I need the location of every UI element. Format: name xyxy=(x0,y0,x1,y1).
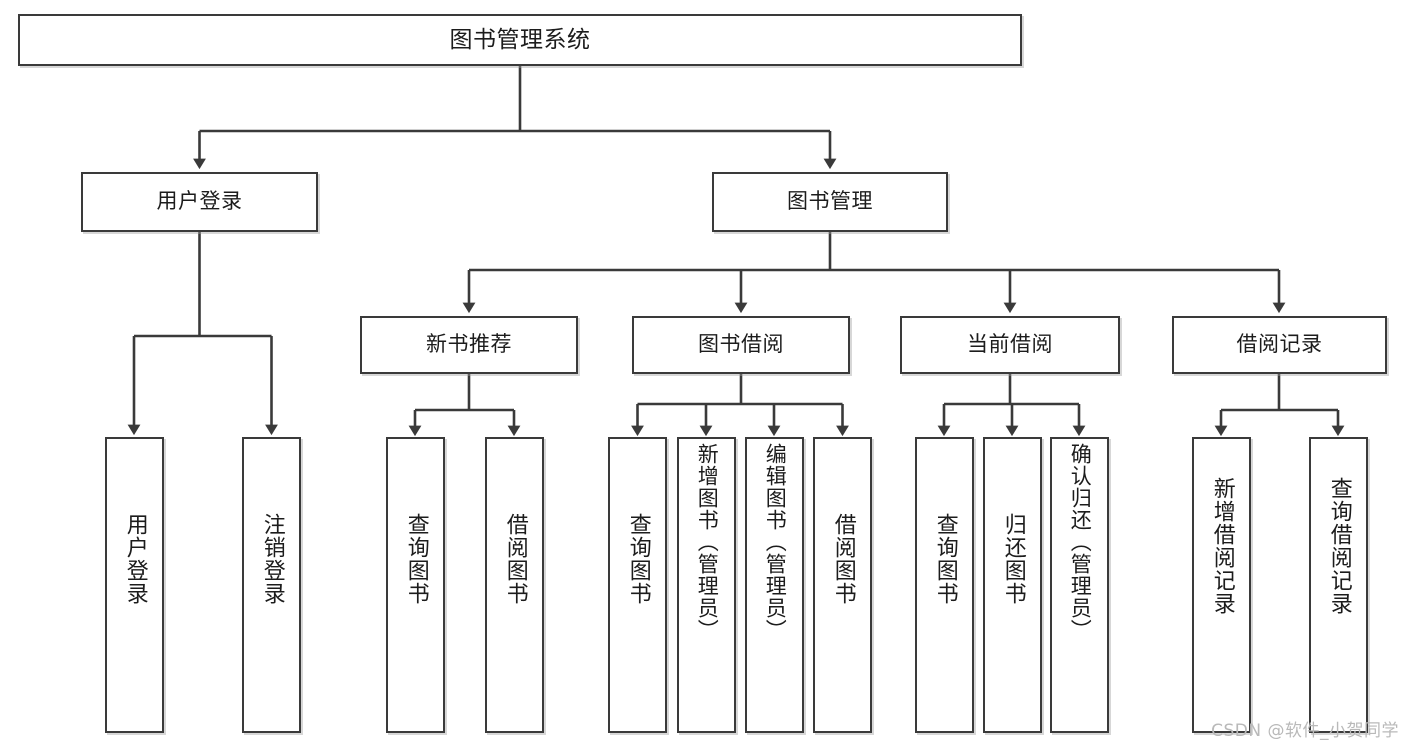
node-user-login-label: 用户登录 xyxy=(156,189,243,214)
node-leaf-user-login[interactable]: 用户登录 xyxy=(105,437,164,733)
node-leaf-user-login-label: 用户登录 xyxy=(122,513,148,605)
node-leaf-borrow-book-1[interactable]: 借阅图书 xyxy=(485,437,544,733)
node-leaf-query-book-1[interactable]: 查询图书 xyxy=(386,437,445,733)
node-leaf-confirm-return[interactable]: 确认归还（管理员） xyxy=(1050,437,1109,733)
node-leaf-user-logout[interactable]: 注销登录 xyxy=(242,437,301,733)
node-current-borrow-label: 当前借阅 xyxy=(967,332,1053,357)
node-leaf-query-book-2-label: 查询图书 xyxy=(625,513,651,605)
node-book-manage[interactable]: 图书管理 xyxy=(712,172,948,232)
node-leaf-borrow-book-1-label: 借阅图书 xyxy=(502,513,528,605)
node-current-borrow[interactable]: 当前借阅 xyxy=(900,316,1120,374)
node-leaf-query-record-label: 查询借阅记录 xyxy=(1326,477,1352,615)
node-leaf-return-book-label: 归还图书 xyxy=(1000,513,1026,605)
node-user-login[interactable]: 用户登录 xyxy=(81,172,318,232)
node-leaf-add-book-label: 新增图书（管理员） xyxy=(695,443,720,641)
node-leaf-edit-book-label: 编辑图书（管理员） xyxy=(763,443,788,641)
node-new-book-rec[interactable]: 新书推荐 xyxy=(360,316,578,374)
node-new-book-rec-label: 新书推荐 xyxy=(426,332,512,357)
node-leaf-confirm-return-label: 确认归还（管理员） xyxy=(1068,443,1093,641)
node-root-label: 图书管理系统 xyxy=(449,26,591,53)
node-leaf-query-book-3[interactable]: 查询图书 xyxy=(915,437,974,733)
node-leaf-query-book-3-label: 查询图书 xyxy=(932,513,958,605)
node-leaf-add-record[interactable]: 新增借阅记录 xyxy=(1192,437,1251,733)
node-leaf-query-book-1-label: 查询图书 xyxy=(403,513,429,605)
node-leaf-user-logout-label: 注销登录 xyxy=(259,513,285,605)
node-borrow-record-label: 借阅记录 xyxy=(1236,332,1323,357)
node-borrow-record[interactable]: 借阅记录 xyxy=(1172,316,1387,374)
node-root[interactable]: 图书管理系统 xyxy=(18,14,1022,66)
node-leaf-return-book[interactable]: 归还图书 xyxy=(983,437,1042,733)
node-book-manage-label: 图书管理 xyxy=(787,189,873,214)
node-book-borrow[interactable]: 图书借阅 xyxy=(632,316,850,374)
node-leaf-add-record-label: 新增借阅记录 xyxy=(1209,477,1235,615)
node-leaf-borrow-book-2[interactable]: 借阅图书 xyxy=(813,437,872,733)
node-leaf-edit-book[interactable]: 编辑图书（管理员） xyxy=(745,437,804,733)
watermark-text: CSDN @软件_小贺同学 xyxy=(1211,721,1399,741)
node-leaf-borrow-book-2-label: 借阅图书 xyxy=(830,513,856,605)
node-leaf-query-record[interactable]: 查询借阅记录 xyxy=(1309,437,1368,733)
node-book-borrow-label: 图书借阅 xyxy=(698,332,784,357)
node-leaf-query-book-2[interactable]: 查询图书 xyxy=(608,437,667,733)
node-leaf-add-book[interactable]: 新增图书（管理员） xyxy=(677,437,736,733)
